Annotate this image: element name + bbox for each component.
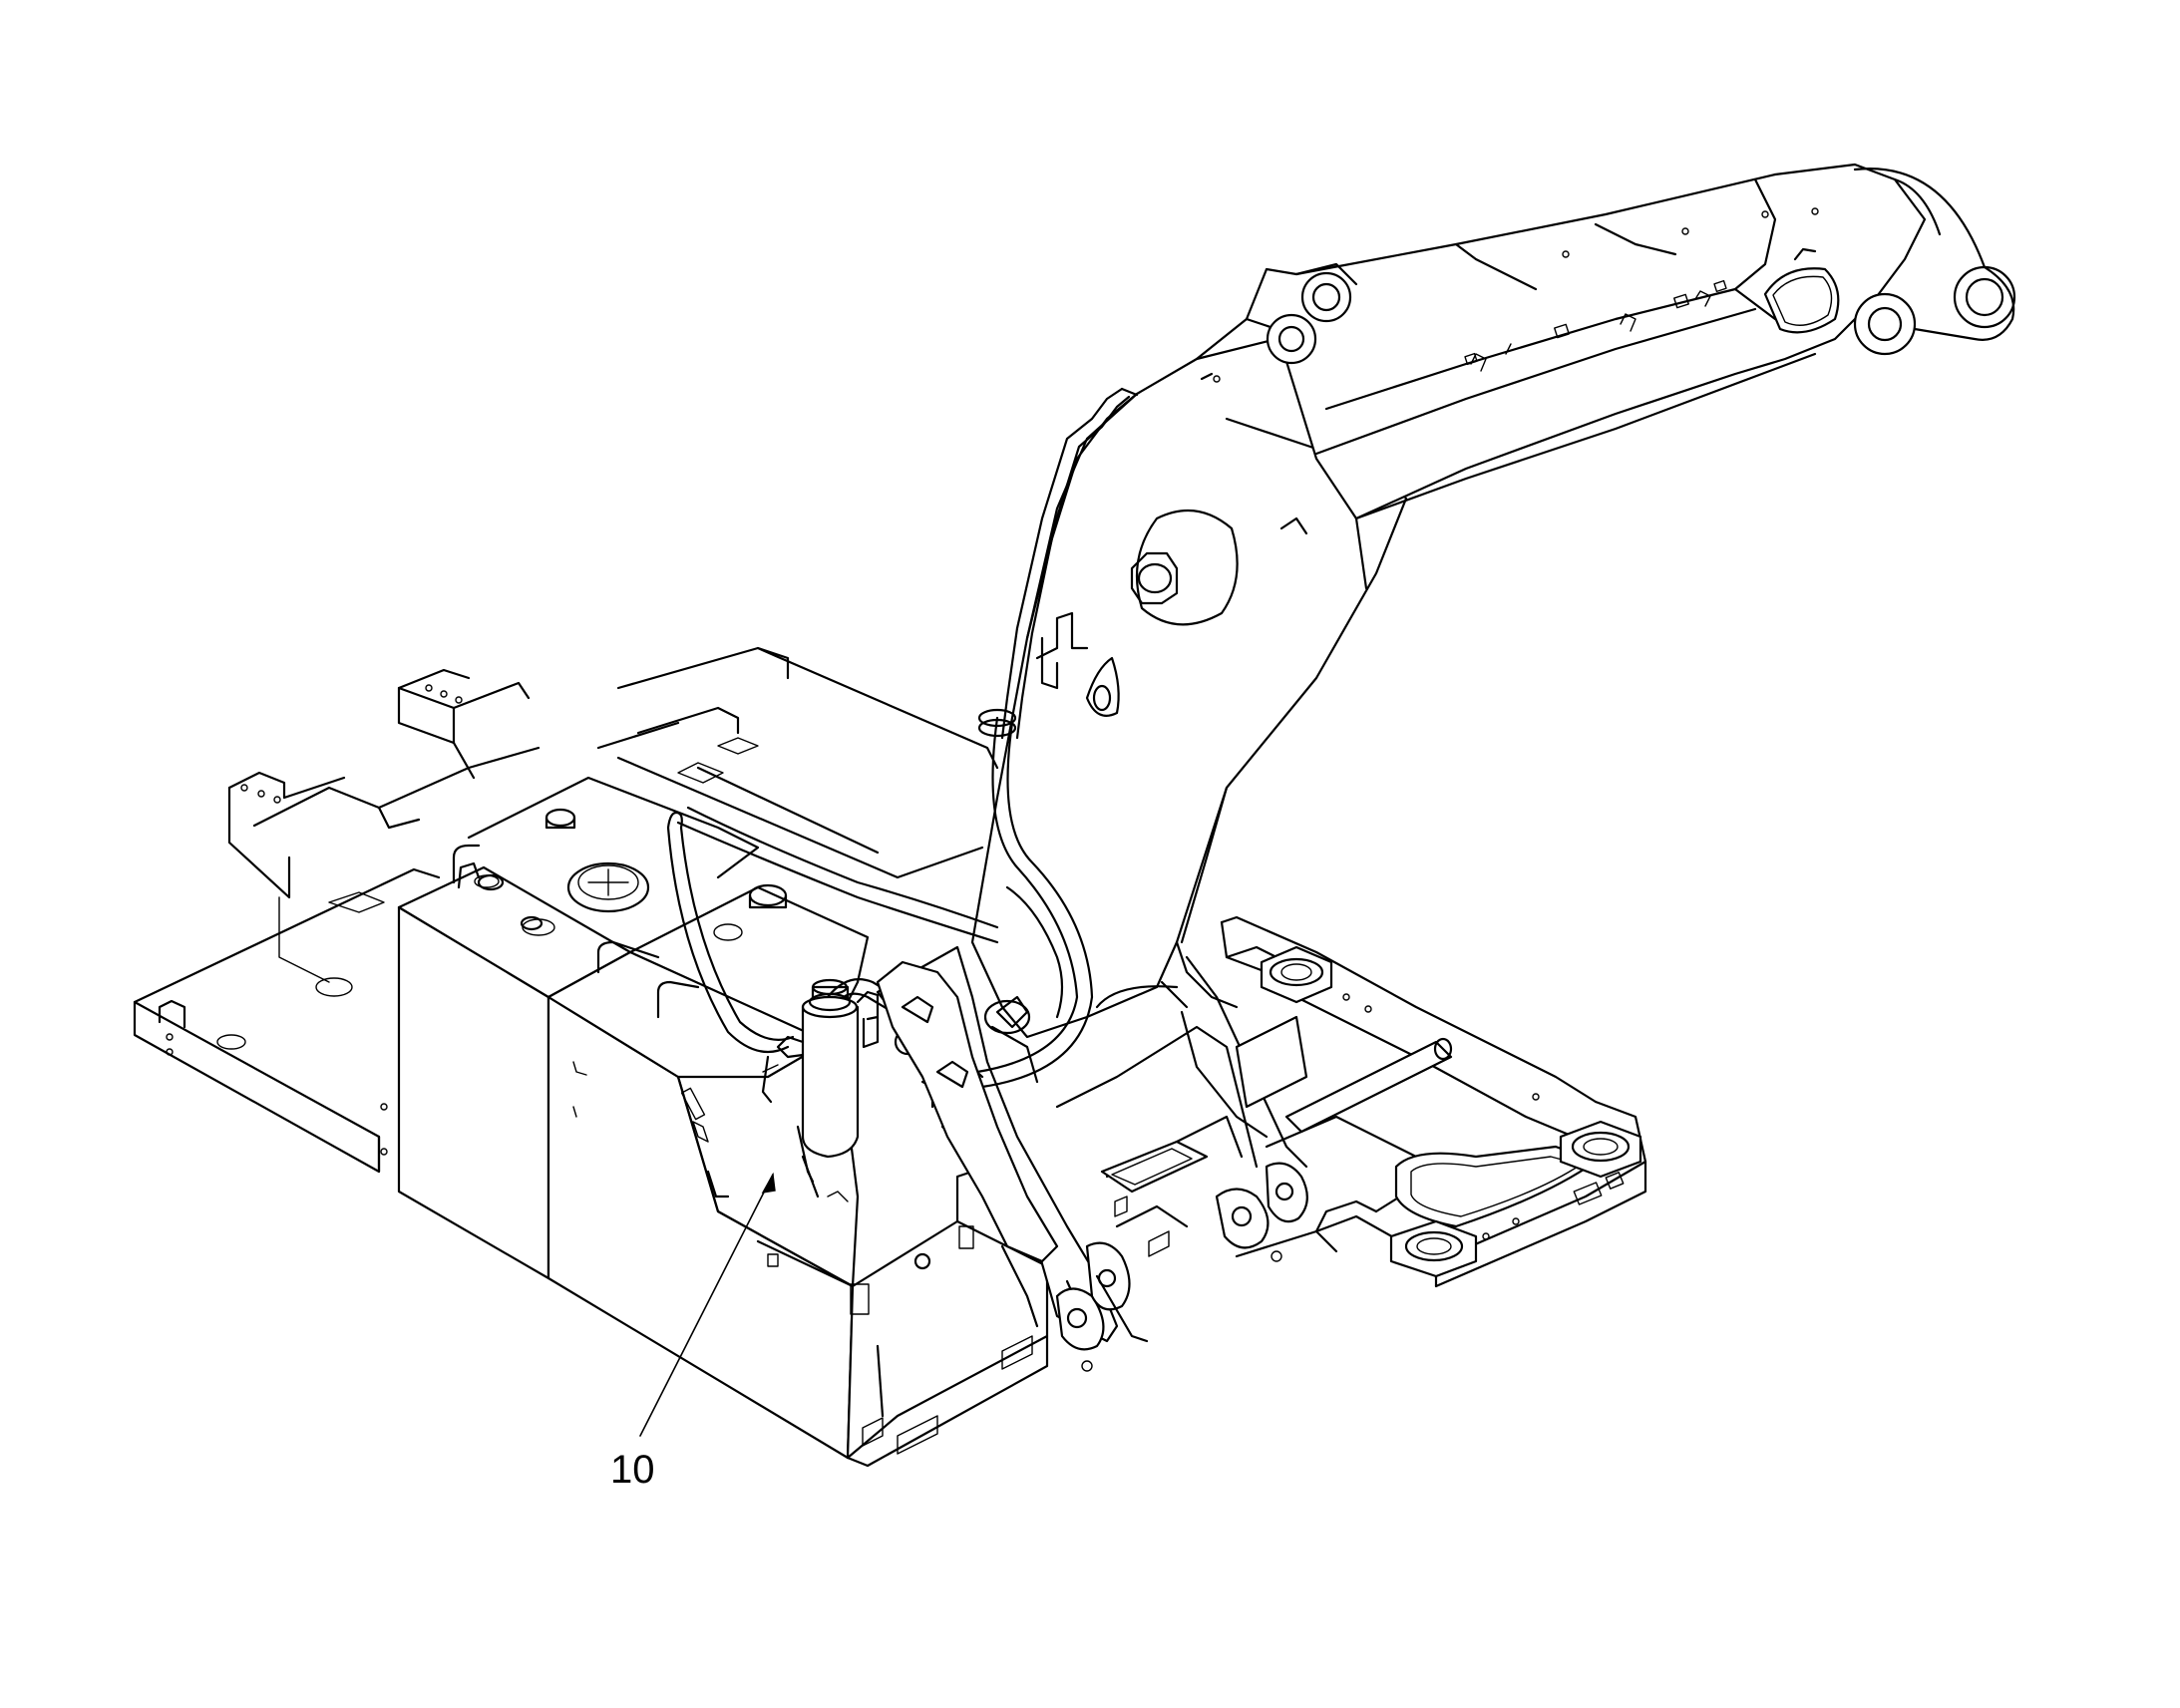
pump-bracket [876, 960, 1059, 1263]
fuel-tank [452, 776, 870, 1460]
rear-frame [756, 1165, 1049, 1468]
callout-label-10: 10 [610, 1448, 655, 1492]
fuel-filter [761, 978, 880, 1198]
hydraulic-hoses [666, 387, 1139, 1094]
callout-10-leader [639, 1172, 776, 1437]
boom [970, 163, 2016, 1039]
right-side-frame [1220, 915, 1647, 1288]
